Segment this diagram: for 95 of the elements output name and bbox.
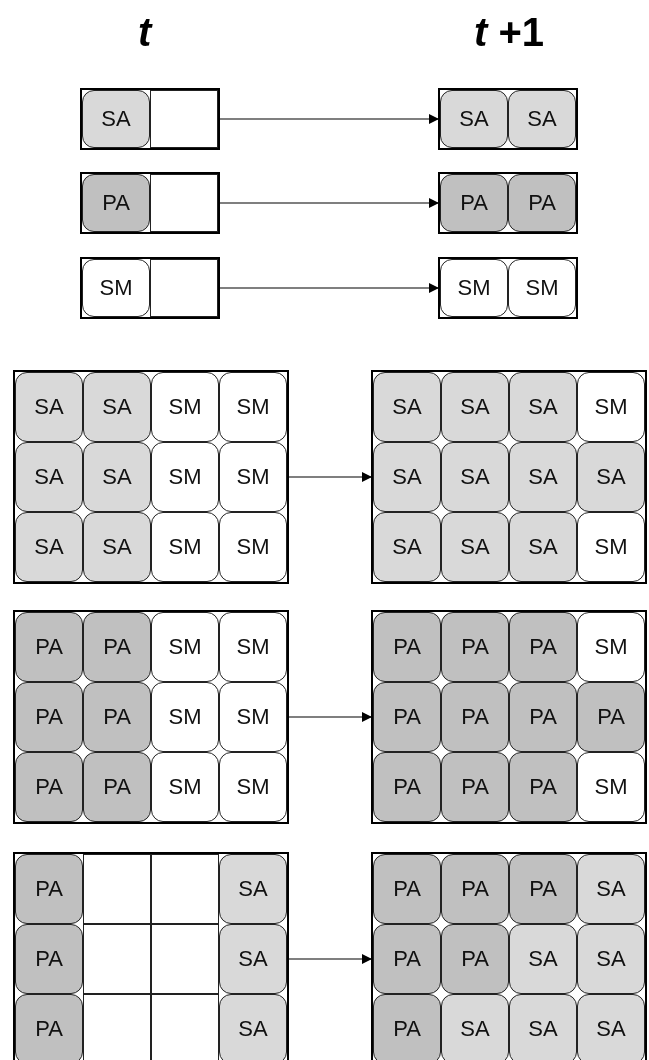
- arrow: [288, 712, 372, 722]
- state-cell: PA: [440, 174, 508, 232]
- state-cell: PA: [441, 924, 509, 994]
- state-cell: PA: [577, 682, 645, 752]
- state-cell: SM: [151, 682, 219, 752]
- state-cell: PA: [373, 994, 441, 1060]
- grid-box: [13, 610, 289, 824]
- time-label: t: [138, 10, 152, 55]
- state-cell: PA: [15, 924, 83, 994]
- state-cell: SM: [577, 512, 645, 582]
- state-cell: PA: [441, 854, 509, 924]
- grid-box: [13, 852, 289, 1060]
- state-cell: PA: [373, 612, 441, 682]
- state-cell: PA: [15, 612, 83, 682]
- state-cell: SM: [151, 512, 219, 582]
- state-cell: PA: [15, 752, 83, 822]
- state-cell: PA: [373, 682, 441, 752]
- grid-box: [371, 610, 647, 824]
- state-cell: SA: [508, 90, 576, 148]
- arrow: [219, 198, 439, 208]
- grid-box: [438, 88, 578, 150]
- state-cell: SA: [219, 924, 287, 994]
- arrow: [288, 472, 372, 482]
- state-cell: SA: [15, 512, 83, 582]
- state-cell: SA: [83, 512, 151, 582]
- state-cell: SA: [82, 90, 150, 148]
- state-cell: SA: [441, 994, 509, 1060]
- state-cell: SA: [373, 512, 441, 582]
- state-cell: SM: [577, 752, 645, 822]
- state-cell: PA: [373, 752, 441, 822]
- state-cell: SA: [219, 994, 287, 1060]
- state-cell: SM: [577, 372, 645, 442]
- state-cell: PA: [509, 682, 577, 752]
- grid-box: [80, 172, 220, 234]
- state-cell: SA: [577, 854, 645, 924]
- grid-box: [80, 88, 220, 150]
- state-cell: PA: [441, 682, 509, 752]
- state-cell: SM: [151, 442, 219, 512]
- state-cell: SM: [219, 372, 287, 442]
- state-cell: SA: [373, 372, 441, 442]
- state-cell: SA: [441, 442, 509, 512]
- state-cell: SA: [577, 924, 645, 994]
- state-cell: SA: [509, 512, 577, 582]
- state-cell: PA: [373, 924, 441, 994]
- grid-box: [438, 257, 578, 319]
- state-cell: SM: [508, 259, 576, 317]
- state-cell: PA: [509, 612, 577, 682]
- state-cell: SA: [509, 924, 577, 994]
- state-cell: SM: [219, 612, 287, 682]
- state-cell: SA: [577, 442, 645, 512]
- state-cell: PA: [441, 752, 509, 822]
- state-cell: SA: [509, 442, 577, 512]
- state-cell: PA: [15, 994, 83, 1060]
- grid-box: [438, 172, 578, 234]
- state-cell: SM: [82, 259, 150, 317]
- arrow: [288, 954, 372, 964]
- state-cell: SA: [441, 372, 509, 442]
- grid-box: [80, 257, 220, 319]
- state-cell: PA: [15, 854, 83, 924]
- state-cell: PA: [15, 682, 83, 752]
- state-cell: SA: [509, 994, 577, 1060]
- state-cell: PA: [83, 612, 151, 682]
- state-cell: SM: [151, 752, 219, 822]
- state-cell: SM: [219, 442, 287, 512]
- grid-box: [371, 370, 647, 584]
- state-cell: SM: [219, 752, 287, 822]
- state-cell: SA: [440, 90, 508, 148]
- state-cell: SM: [151, 372, 219, 442]
- state-cell: SA: [15, 372, 83, 442]
- state-cell: PA: [509, 752, 577, 822]
- state-cell: PA: [83, 752, 151, 822]
- state-cell: SA: [441, 512, 509, 582]
- state-cell: PA: [83, 682, 151, 752]
- state-cell: SA: [509, 372, 577, 442]
- state-cell: SA: [577, 994, 645, 1060]
- state-cell: SA: [83, 442, 151, 512]
- state-cell: SM: [151, 612, 219, 682]
- state-cell: SM: [219, 682, 287, 752]
- state-cell: PA: [508, 174, 576, 232]
- grid-box: [13, 370, 289, 584]
- state-cell: SA: [373, 442, 441, 512]
- state-cell: SA: [15, 442, 83, 512]
- state-cell: SM: [440, 259, 508, 317]
- state-cell: SM: [219, 512, 287, 582]
- arrow: [219, 283, 439, 293]
- state-cell: PA: [509, 854, 577, 924]
- state-cell: SM: [577, 612, 645, 682]
- state-cell: SA: [83, 372, 151, 442]
- state-cell: PA: [441, 612, 509, 682]
- grid-box: [371, 852, 647, 1060]
- time-label: t +1: [474, 10, 545, 55]
- state-cell: PA: [82, 174, 150, 232]
- state-cell: SA: [219, 854, 287, 924]
- state-cell: PA: [373, 854, 441, 924]
- arrow: [219, 114, 439, 124]
